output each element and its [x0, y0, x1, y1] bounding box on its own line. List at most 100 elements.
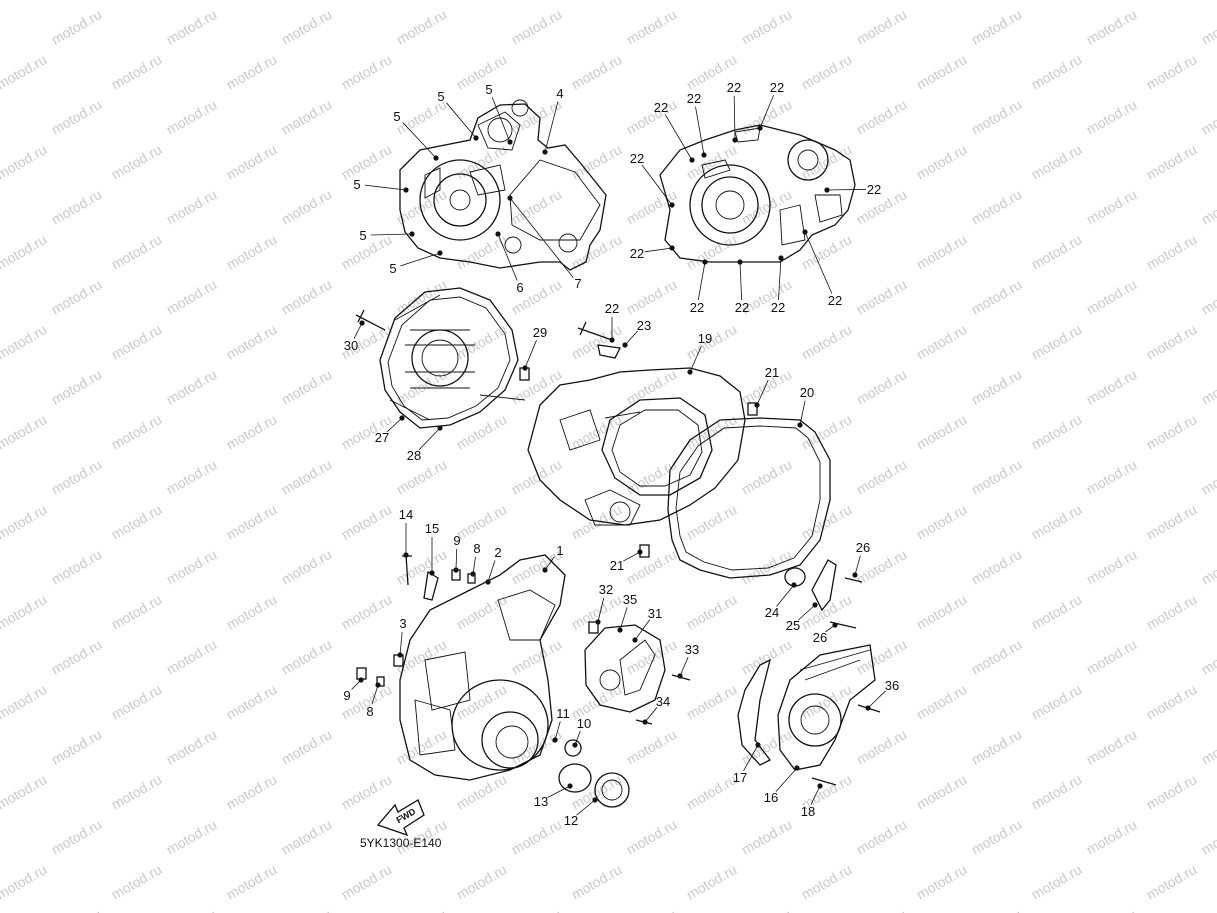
callout-dot	[507, 139, 513, 145]
callout-36: 36	[865, 678, 899, 711]
watermark-text: motod.ru	[969, 186, 1025, 227]
watermark-text: motod.ru	[624, 726, 680, 767]
watermark-text: motod.ru	[109, 771, 165, 812]
callout-dot	[824, 187, 830, 193]
callout-leader	[826, 188, 867, 191]
callout-number: 6	[516, 280, 523, 295]
callout-26: 26	[813, 622, 838, 645]
watermark-text: motod.ru	[969, 546, 1025, 587]
callout-leader	[402, 122, 437, 159]
watermark-text: motod.ru	[739, 6, 795, 47]
callout-number: 17	[733, 770, 747, 785]
callout-dot	[359, 320, 365, 326]
watermark-text: motod.ru	[164, 456, 220, 497]
callout-leader	[759, 95, 774, 129]
callout-number: 9	[453, 533, 460, 548]
callout-number: 22	[770, 80, 784, 95]
callout-22: 22	[630, 245, 675, 261]
callout-leader	[400, 252, 441, 267]
callout-13: 13	[534, 783, 573, 809]
watermark-text: motod.ru	[279, 906, 335, 913]
callout-leader	[353, 322, 363, 339]
watermark-text: motod.ru	[164, 636, 220, 677]
callout-leader	[634, 619, 650, 641]
watermark-text: motod.ru	[454, 231, 510, 272]
callout-dot	[542, 567, 548, 573]
watermark-text: motod.ru	[914, 771, 970, 812]
callout-number: 23	[637, 318, 651, 333]
watermark-text: motod.ru	[164, 726, 220, 767]
callout-22: 22	[687, 91, 707, 158]
watermark-text: motod.ru	[1029, 0, 1085, 3]
callout-7: 7	[507, 195, 582, 291]
callout-dot	[609, 337, 615, 343]
watermark-text: motod.ru	[624, 816, 680, 857]
watermark-text: motod.ru	[279, 186, 335, 227]
watermark-text: motod.ru	[279, 96, 335, 137]
watermark-text: motod.ru	[49, 366, 105, 407]
callout-dot	[794, 765, 800, 771]
callout-number: 29	[533, 325, 547, 340]
watermark-text: motod.ru	[854, 186, 910, 227]
watermark-text: motod.ru	[509, 6, 565, 47]
watermark-text: motod.ru	[0, 231, 49, 272]
callout-dot	[495, 231, 501, 237]
callout-number: 2	[494, 545, 501, 560]
watermark-text: motod.ru	[49, 906, 105, 913]
callout-dot	[791, 582, 797, 588]
callout-3: 3	[397, 616, 407, 658]
callout-leader	[399, 631, 403, 656]
callout-24: 24	[765, 582, 797, 620]
callout-number: 34	[656, 694, 670, 709]
callout-leader	[370, 233, 413, 236]
watermark-text: motod.ru	[1199, 456, 1217, 497]
watermark-text: motod.ru	[569, 861, 625, 902]
callout-leader	[804, 231, 833, 294]
watermark-text: motod.ru	[109, 51, 165, 92]
callout-leader	[547, 785, 571, 798]
watermark-text: motod.ru	[569, 0, 625, 3]
callout-dot	[470, 571, 476, 577]
callout-dot	[399, 415, 405, 421]
watermark-text: motod.ru	[799, 861, 855, 902]
watermark-text: motod.ru	[509, 366, 565, 407]
watermark-text: motod.ru	[1029, 141, 1085, 182]
callout-leader	[509, 197, 574, 278]
watermark-text: motod.ru	[164, 546, 220, 587]
callout-dot	[817, 783, 823, 789]
watermark-text: motod.ru	[799, 141, 855, 182]
callout-dot	[737, 259, 743, 265]
watermark-text: motod.ru	[164, 906, 220, 913]
sprocket-cover-16	[737, 644, 876, 771]
watermark-text: motod.ru	[49, 546, 105, 587]
callout-9: 9	[343, 677, 364, 703]
callout-leader	[386, 417, 403, 433]
watermark-text: motod.ru	[799, 501, 855, 542]
watermark-text: motod.ru	[854, 366, 910, 407]
callout-22: 22	[757, 80, 784, 131]
watermark-text: motod.ru	[1144, 501, 1200, 542]
callout-22: 22	[735, 259, 749, 315]
watermark-text: motod.ru	[1084, 816, 1140, 857]
cover-31	[584, 624, 666, 713]
callout-22: 22	[605, 301, 619, 343]
callout-dot	[403, 552, 409, 558]
watermark-text: motod.ru	[224, 501, 280, 542]
watermark-text: motod.ru	[914, 321, 970, 362]
callout-leader	[644, 247, 673, 253]
watermark-text: motod.ru	[739, 636, 795, 677]
callout-dot	[403, 187, 409, 193]
callout-number: 27	[375, 430, 389, 445]
watermark-text: motod.ru	[109, 141, 165, 182]
callout-dot	[642, 719, 648, 725]
watermark-text: motod.ru	[224, 0, 280, 3]
watermark-text: motod.ru	[1029, 51, 1085, 92]
callout-number: 22	[771, 300, 785, 315]
callout-26: 26	[852, 540, 870, 578]
callout-22: 22	[802, 229, 842, 308]
callout-leader	[371, 684, 379, 705]
watermark-text: motod.ru	[569, 501, 625, 542]
watermark-text: motod.ru	[224, 591, 280, 632]
watermark-text: motod.ru	[394, 456, 450, 497]
watermark-text: motod.ru	[109, 411, 165, 452]
